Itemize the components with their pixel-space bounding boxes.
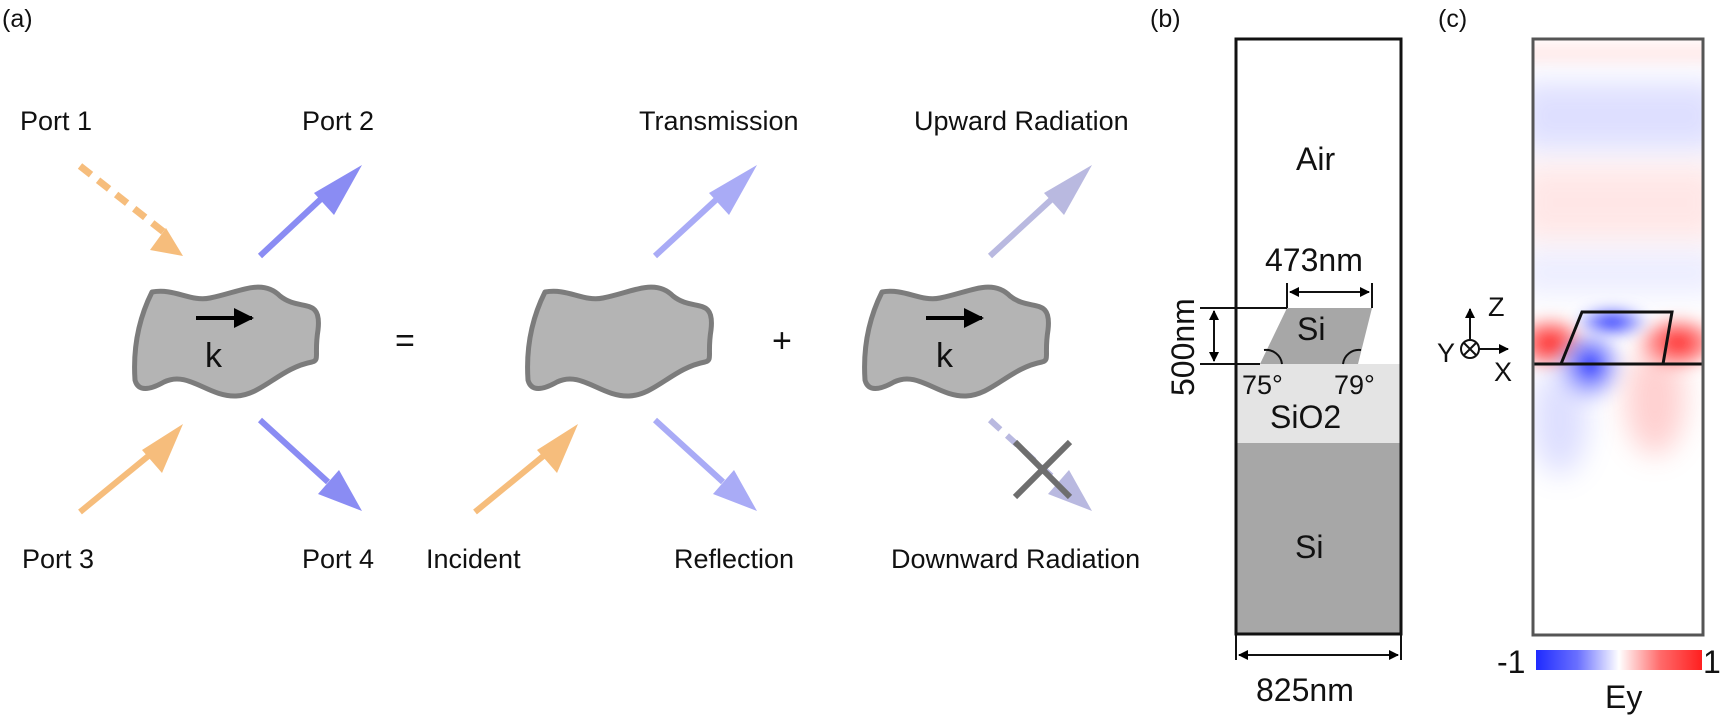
panel-b: (b) Air Si SiO2 Si 75° 79° 473nm 500nm 8… — [1150, 5, 1403, 708]
oxide-layer — [1236, 364, 1401, 443]
axis-z-label: Z — [1488, 292, 1505, 322]
panel-a: (a) Port 1 Port 2 Port 3 Port 4 k = — [2, 5, 1140, 574]
field-map-border — [1531, 37, 1705, 637]
scatterer-blob-3 — [862, 284, 1051, 399]
panel-c-tag: (c) — [1438, 5, 1467, 33]
si-grating-label: Si — [1297, 311, 1325, 347]
port-4-label: Port 4 — [302, 544, 374, 574]
transmission-label: Transmission — [639, 106, 799, 136]
si-substrate-label: Si — [1295, 529, 1323, 565]
coordinate-axes-icon — [1460, 308, 1509, 359]
unit-cell-border — [1234, 37, 1403, 636]
field-component-label: Ey — [1605, 679, 1642, 715]
port-2-label: Port 2 — [302, 106, 374, 136]
plus-sign: + — [772, 322, 792, 360]
equals-sign: = — [395, 322, 415, 360]
colorbar-min-label: -1 — [1497, 644, 1525, 680]
top-width-label: 473nm — [1265, 242, 1363, 278]
silicon-grating — [1260, 308, 1372, 364]
port-4-arrow — [257, 417, 362, 511]
panel-b-tag: (b) — [1150, 5, 1181, 33]
reflection-arrow — [652, 417, 757, 511]
blocked-cross-icon — [1012, 439, 1073, 500]
sio2-label: SiO2 — [1270, 399, 1341, 435]
silicon-substrate — [1236, 443, 1401, 634]
height-label: 500nm — [1165, 298, 1201, 396]
port-3-label: Port 3 — [22, 544, 94, 574]
k-label-2: k — [936, 337, 954, 375]
port-2-arrow — [257, 165, 362, 259]
panel-c: (c) Z Y X — [1437, 5, 1721, 715]
axis-x-label: X — [1494, 357, 1512, 387]
upward-radiation-label: Upward Radiation — [914, 106, 1129, 136]
colorbar — [1536, 650, 1702, 670]
angle-arc-left — [1263, 348, 1283, 365]
incident-label: Incident — [426, 544, 521, 574]
scatterer-blob-2 — [525, 284, 714, 399]
port-3-arrow — [78, 424, 183, 515]
field-map — [1533, 39, 1703, 635]
reflection-label: Reflection — [674, 544, 794, 574]
port-1-label: Port 1 — [20, 106, 92, 136]
axis-y-label: Y — [1437, 338, 1455, 368]
upward-radiation-arrow — [987, 165, 1092, 259]
k-label-1: k — [205, 337, 223, 375]
incident-arrow — [473, 424, 578, 515]
air-label: Air — [1296, 141, 1335, 177]
downward-radiation-label: Downward Radiation — [891, 544, 1140, 574]
angle-left-label: 75° — [1242, 370, 1283, 400]
panel-a-tag: (a) — [2, 5, 33, 33]
colorbar-max-label: 1 — [1703, 644, 1721, 680]
transmission-arrow — [652, 165, 757, 259]
bottom-width-label: 825nm — [1256, 672, 1354, 708]
port-1-arrow — [77, 163, 183, 256]
scatterer-blob-1 — [132, 284, 321, 399]
angle-right-label: 79° — [1334, 370, 1375, 400]
angle-arc-right — [1342, 348, 1362, 365]
